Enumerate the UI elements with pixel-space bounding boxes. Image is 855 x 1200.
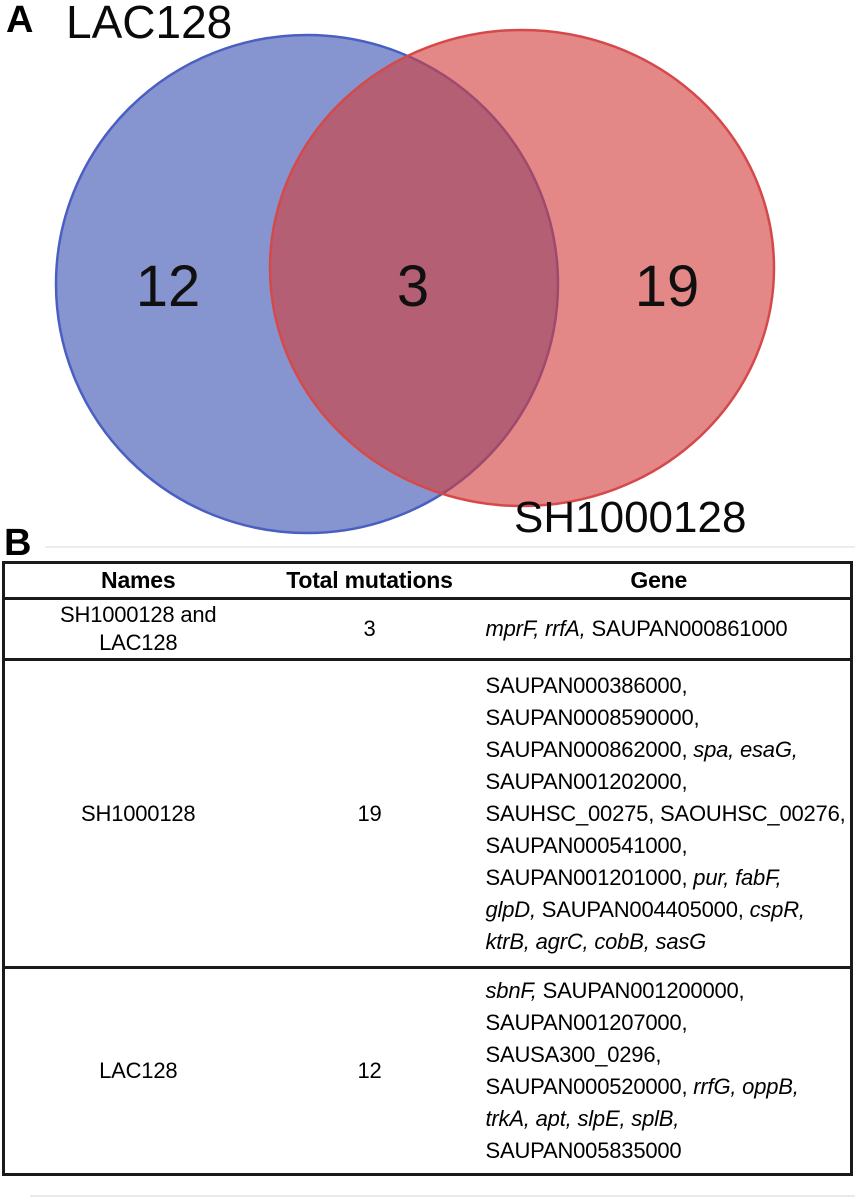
venn-set-label-lac128: LAC128	[66, 0, 233, 48]
venn-count-lac128-unique: 12	[135, 254, 201, 319]
cell-name: SH1000128 and LAC128	[4, 599, 272, 660]
mutations-table: Names Total mutations Gene SH1000128 and…	[2, 561, 853, 1176]
table-row-lac128: LAC128 12 sbnF, SAUPAN001200000,SAUPAN00…	[3, 967, 852, 1175]
panel-a-venn: A LAC128 SH1000128 12 3 19	[0, 0, 855, 560]
cell-gene-list: mprF, rrfA, SAUPAN000861000	[485, 616, 788, 641]
cell-name: LAC128	[4, 968, 272, 1175]
cell-name-text: SH1000128 and LAC128	[60, 602, 217, 655]
venn-circle-sh1000128	[268, 28, 776, 508]
venn-set-label-sh1000128: SH1000128	[514, 493, 747, 542]
panel-label-b: B	[4, 522, 32, 564]
venn-diagram	[54, 28, 776, 535]
column-header-gene: Gene	[467, 562, 852, 600]
cell-total-mutations: 19	[357, 800, 382, 826]
panel-label-a: A	[6, 0, 34, 41]
column-header-total-mutations: Total mutations	[271, 562, 468, 600]
panel-divider-rule	[45, 546, 855, 548]
cell-total-mutations: 3	[363, 616, 376, 641]
table-row-sh1000128: SH1000128 19 SAUPAN000386000,SAUPAN00085…	[3, 659, 852, 968]
cell-name-text: LAC128	[99, 1058, 178, 1083]
cell-gene-list: SAUPAN000386000,SAUPAN0008590000,SAUPAN0…	[485, 672, 846, 954]
table-row-shared: SH1000128 and LAC128 3 mprF, rrfA, SAUPA…	[3, 598, 852, 660]
cell-name-text: SH1000128	[81, 800, 196, 826]
venn-count-sh1000128-unique: 19	[634, 254, 700, 319]
table-header-row: Names Total mutations Gene	[3, 562, 852, 600]
cell-total-mutations: 12	[357, 1058, 382, 1083]
cell-gene-list: sbnF, SAUPAN001200000,SAUPAN001207000,SA…	[485, 978, 799, 1163]
figure-bottom-rule	[30, 1195, 855, 1197]
column-header-names: Names	[3, 562, 272, 600]
venn-count-intersection: 3	[396, 254, 430, 319]
cell-name: SH1000128	[4, 660, 272, 968]
